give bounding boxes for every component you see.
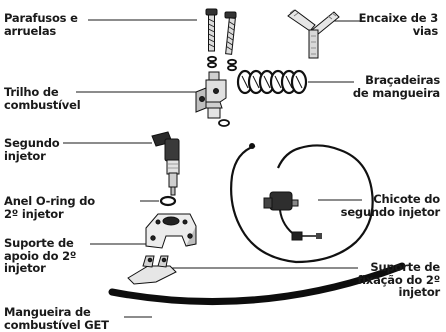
hose-clamps-icon [236, 69, 308, 95]
label-support-line2: apoio do 2º [4, 248, 77, 263]
label-support-line3: injetor [4, 261, 46, 275]
label-fuel-hose: Mangueira de combustível GET [4, 306, 109, 331]
o-ring-icon [159, 195, 177, 207]
label-tee-line2: vias [412, 23, 438, 38]
label-fuel-rail: Trilho de combustível [4, 85, 81, 112]
label-hose-line1: Mangueira de [4, 305, 91, 319]
label-support-line1: Suporte de [4, 236, 74, 250]
label-harness: Chicote do segundo injetor [340, 192, 441, 219]
injector-support-icon [145, 213, 197, 249]
label-rail-line2: combustível [4, 97, 81, 112]
label-oring-line2: 2º injetor [4, 206, 64, 221]
screws-icon [205, 8, 237, 55]
label-injector-support: Suporte de apoio do 2º injetor [4, 237, 76, 275]
label-tee-line1: Encaixe de 3 [358, 11, 439, 25]
label-bracket-line3: injetor [398, 285, 440, 299]
label-o-ring: Anel O-ring do 2º injetor [4, 195, 95, 220]
label-clamps-line2: de mangueira [352, 85, 440, 100]
label-bracket-line1: Suporte de [370, 260, 440, 274]
label-harness-line2: segundo injetor [340, 204, 441, 219]
label-injector-line2: injetor [4, 148, 46, 163]
label-oring-line1: Anel O-ring do [4, 194, 95, 208]
label-tee-fitting: Encaixe de 3 vias [358, 11, 439, 38]
leader-lines [63, 19, 362, 318]
label-clamps-line1: Braçadeiras [365, 73, 440, 87]
injector-icon [151, 131, 180, 196]
fuel-rail-icon [195, 71, 227, 119]
label-injector-line1: Segundo [4, 136, 60, 150]
wiring-harness-icon [230, 143, 374, 264]
label-screws-line1: Parafusos e [4, 11, 78, 25]
label-mounting-bracket: Suporte de fixação do 2º injetor [357, 261, 440, 299]
mounting-bracket-icon [127, 255, 177, 285]
tee-fitting-icon [287, 9, 340, 59]
washers-icon [207, 55, 237, 72]
label-screws-washers: Parafusos e arruelas [4, 12, 78, 37]
label-screws-line2: arruelas [4, 23, 57, 38]
label-second-injector: Segundo injetor [4, 136, 60, 163]
label-harness-line1: Chicote do [373, 192, 440, 206]
label-hose-clamps: Braçadeiras de mangueira [353, 74, 440, 99]
label-hose-line2: combustível GET [4, 317, 109, 332]
label-bracket-line2: fixação do 2º [357, 272, 440, 287]
fuel-hose-icon [108, 262, 406, 306]
o-ring-icon [218, 119, 230, 127]
label-rail-line1: Trilho de [4, 85, 59, 99]
